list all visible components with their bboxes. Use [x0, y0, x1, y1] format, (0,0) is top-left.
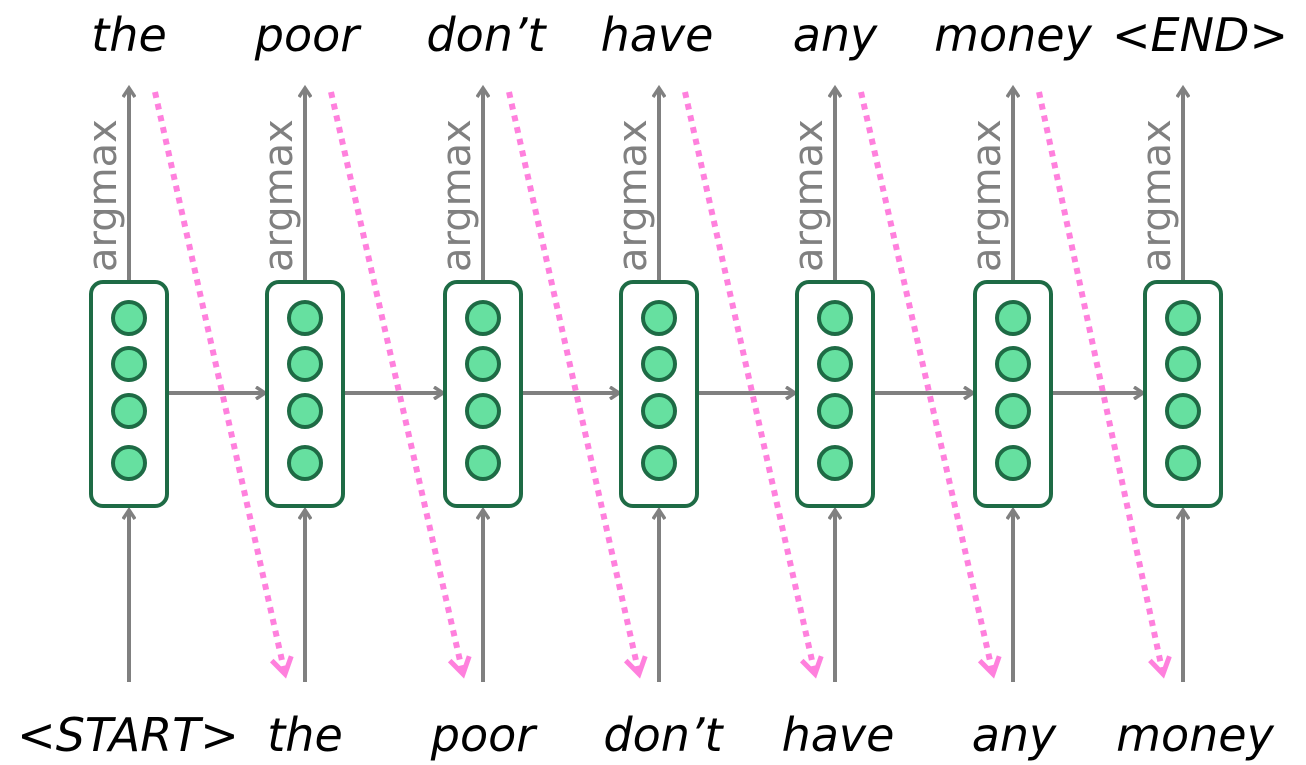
output-word: any	[792, 8, 878, 62]
neuron	[817, 300, 853, 336]
argmax-label: argmax	[610, 119, 656, 272]
neuron	[995, 445, 1031, 481]
input-word: poor	[430, 708, 536, 762]
neuron	[817, 346, 853, 382]
output-word: the	[91, 8, 167, 62]
feedback-arrow	[506, 91, 639, 674]
feedback-arrow	[152, 91, 285, 674]
output-word: don’t	[426, 8, 546, 62]
neuron	[995, 300, 1031, 336]
input-word: any	[971, 708, 1057, 762]
argmax-label: argmax	[80, 119, 126, 272]
neuron	[1165, 393, 1201, 429]
feedback-arrow	[682, 91, 815, 674]
neuron	[1165, 300, 1201, 336]
neuron	[641, 445, 677, 481]
neuron	[465, 393, 501, 429]
neuron	[111, 445, 147, 481]
neuron	[111, 346, 147, 382]
neuron	[995, 346, 1031, 382]
neuron	[641, 393, 677, 429]
output-word: money	[934, 8, 1092, 62]
output-word: have	[600, 8, 714, 62]
neuron	[1165, 346, 1201, 382]
input-word: <START>	[17, 708, 239, 762]
neuron	[641, 346, 677, 382]
argmax-label: argmax	[1134, 119, 1180, 272]
neuron	[465, 346, 501, 382]
input-word: money	[1116, 708, 1274, 762]
feedback-arrow	[328, 91, 463, 674]
neuron	[817, 445, 853, 481]
neuron	[111, 300, 147, 336]
output-word: poor	[254, 8, 360, 62]
neuron	[817, 393, 853, 429]
neuron	[465, 445, 501, 481]
neuron	[641, 300, 677, 336]
input-word: have	[781, 708, 895, 762]
argmax-label: argmax	[256, 119, 302, 272]
argmax-label: argmax	[434, 119, 480, 272]
neuron	[995, 393, 1031, 429]
neuron	[1165, 445, 1201, 481]
input-word: don’t	[603, 708, 723, 762]
argmax-label: argmax	[964, 119, 1010, 272]
neuron	[111, 393, 147, 429]
neuron	[287, 445, 323, 481]
neuron	[465, 300, 501, 336]
output-word: <END>	[1112, 8, 1288, 62]
neuron	[287, 346, 323, 382]
feedback-arrow	[1036, 91, 1163, 674]
feedback-arrow	[858, 91, 993, 674]
argmax-label: argmax	[786, 119, 832, 272]
neuron	[287, 393, 323, 429]
input-word: the	[267, 708, 343, 762]
neuron	[287, 300, 323, 336]
